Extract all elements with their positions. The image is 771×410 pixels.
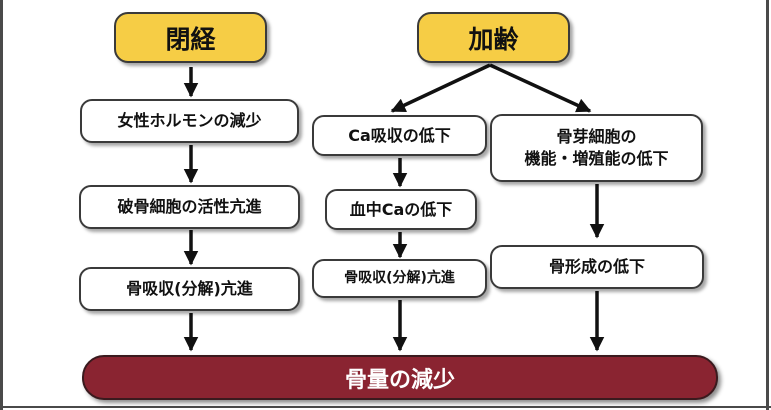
arrow-aging-to-ca-absorption (390, 63, 491, 113)
cause-aging: 加齢 (417, 12, 570, 63)
node-bone-resorption-menopause: 骨吸収(分解)亢進 (79, 267, 300, 311)
node-hormone-decrease: 女性ホルモンの減少 (80, 99, 299, 143)
node-osteoblast-function-decrease: 骨芽細胞の 機能・増殖能の低下 (490, 114, 703, 182)
result-bone-mass-decrease: 骨量の減少 (82, 355, 718, 400)
node-bone-resorption-aging: 骨吸収(分解)亢進 (312, 259, 487, 298)
node-ca-absorption-decrease: Ca吸収の低下 (312, 115, 487, 156)
node-bone-formation-decrease: 骨形成の低下 (490, 245, 704, 289)
frame-right-border (766, 0, 769, 410)
node-blood-ca-decrease: 血中Caの低下 (325, 189, 477, 230)
arrow-aging-to-osteoblast (489, 63, 592, 113)
frame-left-border (0, 0, 3, 410)
frame-bottom-border (0, 406, 771, 408)
cause-menopause: 閉経 (114, 12, 267, 63)
node-osteoclast-activation: 破骨細胞の活性亢進 (79, 185, 300, 229)
